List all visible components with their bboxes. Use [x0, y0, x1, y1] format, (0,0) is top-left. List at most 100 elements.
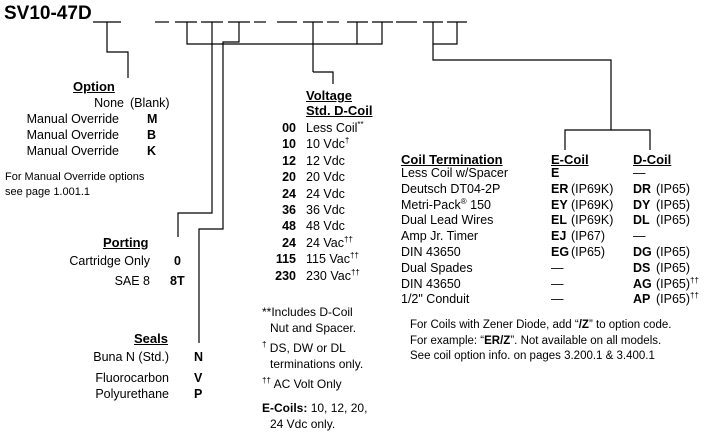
- voltage-label: 230 Vac††: [306, 268, 360, 284]
- seals-item-code: V: [194, 371, 203, 385]
- ecoil-rating: —: [551, 292, 564, 307]
- coil-heading: Coil Termination: [401, 152, 503, 167]
- dcoil-rating: —: [633, 166, 646, 181]
- porting-item-code: 0: [174, 254, 181, 268]
- dcoil-heading: D-Coil: [633, 152, 672, 167]
- dcoil-code: DY: [633, 197, 651, 212]
- option-note: For Manual Override options: [5, 171, 145, 183]
- seals-item-label: Fluorocarbon: [95, 371, 169, 385]
- voltage-label: 115 Vac††: [306, 252, 359, 267]
- seals-item-label: Polyurethane: [95, 387, 169, 401]
- dcoil-rating: (IP65): [656, 245, 690, 260]
- dcoil-rating-text: (IP65): [656, 181, 691, 196]
- dcoil-rating-text: (IP65): [656, 197, 691, 212]
- ecoil-rating: (IP69K): [571, 197, 614, 212]
- porting-item-label: SAE 8: [114, 274, 150, 288]
- voltage-code: 24: [282, 186, 296, 201]
- voltage-mark: ††: [344, 234, 353, 244]
- coil-termination-text: DIN 43650: [401, 276, 461, 291]
- voltage-code: 230: [275, 268, 296, 283]
- dcoil-code: DG: [633, 245, 652, 259]
- voltage-label: 10 Vdc†: [306, 137, 349, 152]
- dcoil-rating-text: (IP65): [656, 245, 691, 259]
- dcoil-rating: (IP65)††: [656, 292, 699, 307]
- option-heading: Option: [73, 79, 115, 94]
- ecoil-code: E: [551, 166, 560, 180]
- ecoils-label: E-Coils:: [262, 401, 308, 415]
- dcoil-rating-text: (IP65): [656, 260, 691, 275]
- coil-note-text: ”. Not available on all models.: [510, 335, 662, 347]
- voltage-label-text: 24 Vac: [306, 235, 344, 250]
- voltage-label-text: 115 Vac: [306, 252, 351, 267]
- coil-termination-text: Amp Jr. Timer: [401, 229, 479, 244]
- coil-termination-label: Metri-Pack® 150: [401, 196, 491, 213]
- voltage-label-text: 20 Vdc: [306, 170, 345, 185]
- voltage-label: 24 Vac††: [306, 234, 353, 251]
- porting-item-code: 8T: [170, 274, 185, 288]
- coil-termination-text: 1/2" Conduit: [401, 292, 470, 307]
- dcoil-rating-text: (IP65): [656, 213, 691, 228]
- double-dagger-mark: ††: [690, 275, 699, 285]
- ecoils-note: 24 Vdc only.: [270, 417, 336, 431]
- dcoil-rating: (IP65): [656, 261, 690, 276]
- voltage-label: 20 Vdc: [306, 170, 345, 185]
- seals-item-code: N: [194, 350, 204, 364]
- voltage-note: † DS, DW or DL: [262, 341, 346, 356]
- coil-note-text: For example: “: [410, 335, 485, 347]
- voltage-note: Nut and Spacer.: [270, 321, 357, 335]
- voltage-label-text: Less Coil: [306, 121, 358, 135]
- coil-note-code: /Z: [578, 319, 589, 331]
- voltage-code: 10: [282, 137, 296, 152]
- registered-mark: ®: [460, 196, 467, 206]
- voltage-note: **Includes D-Coil: [262, 305, 353, 319]
- dcoil-rating-text: —: [633, 166, 646, 180]
- dcoil-code: AP: [633, 292, 651, 307]
- option-item-code: (Blank): [130, 96, 170, 110]
- dcoil-rating-text: —: [633, 229, 646, 244]
- coil-termination-text: Dual Lead Wires: [401, 213, 494, 228]
- ecoil-rating: —: [551, 260, 564, 275]
- dcoil-rating: (IP65): [656, 198, 690, 213]
- option-item-code: K: [147, 144, 157, 158]
- ecoil-code: EL: [551, 213, 567, 228]
- coil-termination-label: Less Coil w/Spacer: [401, 166, 508, 181]
- dcoil-rating: (IP65): [656, 213, 690, 228]
- coil-termination-label: DIN 43650: [401, 245, 461, 260]
- option-note: see page 1.001.1: [5, 186, 91, 198]
- ecoils-text: 10, 12, 20,: [310, 401, 368, 415]
- coil-termination-label: Dual Spades: [401, 261, 473, 276]
- ecoil-code: EY: [551, 197, 568, 212]
- ecoils-note: E-Coils: 10, 12, 20,: [262, 401, 367, 416]
- dcoil-code: DL: [633, 213, 650, 228]
- coil-note-text: ” to option code.: [588, 319, 672, 331]
- seals-item-code: P: [194, 387, 203, 401]
- coil-termination-text: Deutsch DT04-2P: [401, 181, 501, 196]
- coil-termination-label: Deutsch DT04-2P: [401, 182, 500, 197]
- coil-note-text: For Coils with Zener Diode, add “: [410, 319, 579, 331]
- voltage-label: 12 Vdc: [306, 154, 345, 169]
- coil-note: For example: “ER/Z”. Not available on al…: [410, 334, 661, 349]
- option-item-label: Manual Override: [26, 128, 119, 142]
- voltage-mark: **: [357, 119, 364, 129]
- ecoil-rating: (IP69K): [571, 181, 614, 196]
- option-item-code: B: [147, 128, 157, 142]
- voltage-label-text: 10 Vdc: [306, 137, 345, 152]
- porting-item-label: Cartridge Only: [69, 254, 150, 268]
- ecoil-heading: E-Coil: [551, 152, 589, 167]
- voltage-label-text: 48 Vdc: [306, 219, 345, 234]
- voltage-label-text: 230 Vac: [306, 268, 351, 283]
- voltage-code: 12: [282, 153, 296, 168]
- double-dagger-mark: ††: [690, 291, 699, 301]
- voltage-label-text: 36 Vdc: [306, 203, 345, 217]
- voltage-note: terminations only.: [270, 357, 364, 371]
- option-item-code: M: [147, 112, 158, 126]
- dcoil-code: DR: [633, 181, 652, 196]
- seals-item-label: Buna N (Std.): [93, 350, 169, 364]
- voltage-code: 115: [275, 252, 296, 267]
- voltage-code: 36: [282, 203, 296, 217]
- dagger-mark: †: [262, 340, 267, 349]
- dcoil-rating-text: (IP65): [656, 292, 691, 307]
- coil-note: For Coils with Zener Diode, add “/Z” to …: [410, 318, 671, 333]
- option-item-label: None: [94, 96, 124, 110]
